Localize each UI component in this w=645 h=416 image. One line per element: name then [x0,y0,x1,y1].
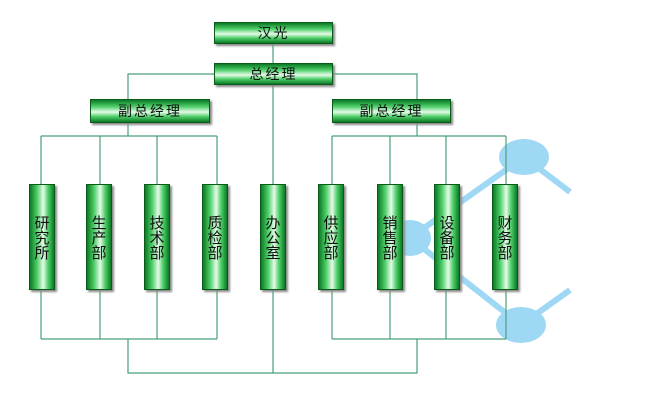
dept-sales: 销售部 [377,184,403,290]
dept-office: 办公室 [260,184,286,290]
dept-quality: 质检部 [202,184,228,290]
dept-equipment: 设备部 [434,184,460,290]
dept-technology: 技术部 [144,184,170,290]
top-node: 汉光 [214,22,333,44]
dept-production: 生产部 [86,184,112,290]
dept-supply: 供应部 [318,184,344,290]
vp-left-node: 副总经理 [90,99,210,123]
general-manager-node: 总经理 [214,63,333,85]
vp-right-node: 副总经理 [332,99,451,123]
dept-finance: 财务部 [492,184,518,290]
dept-research: 研究所 [29,184,55,290]
